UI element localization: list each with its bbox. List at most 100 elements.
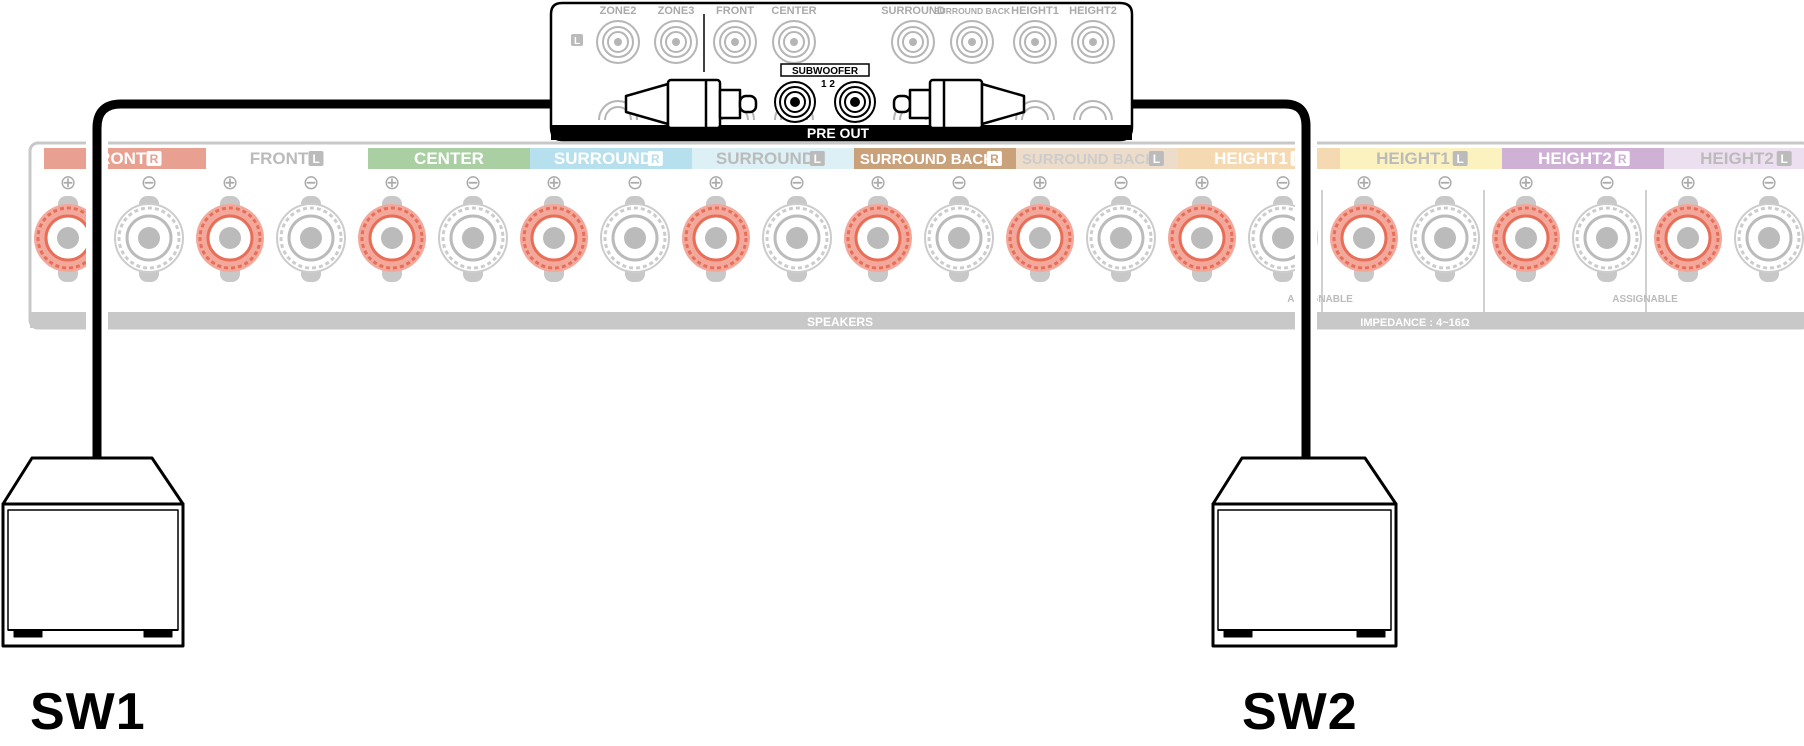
subwoofer-jack-2[interactable] — [834, 81, 876, 123]
terminal-negative[interactable]: ⊖ — [276, 172, 346, 282]
minus-symbol: ⊖ — [1599, 172, 1616, 194]
channel-header-2: CENTER — [368, 148, 530, 169]
subwoofer-label-sw2: SW2 — [1242, 683, 1358, 741]
subwoofer-jack-1[interactable] — [774, 81, 816, 123]
assignable-label-right: ASSIGNABLE — [1612, 294, 1678, 305]
plus-symbol: ⊕ — [1032, 172, 1049, 194]
pre-out-jack[interactable] — [1071, 20, 1115, 121]
channel-side-badge: L — [809, 151, 825, 166]
minus-symbol: ⊖ — [141, 172, 158, 194]
subwoofer-sw2 — [1211, 456, 1398, 648]
terminal-positive[interactable]: ⊕ — [1654, 172, 1722, 282]
channel-side: R — [990, 152, 999, 166]
channel-name: HEIGHT2 — [1700, 149, 1774, 168]
channel-side: L — [1457, 152, 1464, 166]
terminal-positive[interactable]: ⊕ — [1006, 172, 1074, 282]
minus-symbol: ⊖ — [1275, 172, 1292, 194]
channel-name: FRONT — [250, 149, 309, 168]
pre-out-jack[interactable] — [1013, 20, 1057, 121]
plus-symbol: ⊕ — [222, 172, 239, 194]
channel-name: SURROUND — [554, 149, 652, 168]
minus-symbol: ⊖ — [951, 172, 968, 194]
pre-out-jack-label: FRONT — [716, 5, 754, 17]
rca-plug-left — [624, 78, 758, 130]
terminal-negative[interactable]: ⊖ — [1572, 172, 1642, 282]
assignable-label-left: ASSIGNABLE — [1287, 294, 1353, 305]
channel-side-badge: R — [1614, 151, 1630, 166]
subwoofer-numbers: 1 2 — [821, 79, 835, 90]
channel-side: R — [150, 152, 159, 166]
minus-symbol: ⊖ — [1761, 172, 1778, 194]
subwoofer-sw1 — [1, 456, 185, 648]
terminal-negative[interactable]: ⊖ — [600, 172, 670, 282]
minus-symbol: ⊖ — [465, 172, 482, 194]
pre-out-jack[interactable] — [772, 20, 816, 121]
pre-out-jack-label: CENTER — [771, 5, 816, 17]
minus-symbol: ⊖ — [1113, 172, 1130, 194]
pre-out-jack-label: ZONE3 — [658, 5, 695, 17]
pre-out-label: PRE OUT — [807, 125, 870, 141]
terminal-positive[interactable]: ⊕ — [1168, 172, 1236, 282]
channel-name: HEIGHT1 — [1376, 149, 1450, 168]
channel-side-badge: L — [1776, 151, 1792, 166]
cable-sw2 — [1022, 93, 1317, 462]
channel-name: HEIGHT1 — [1214, 149, 1288, 168]
terminal-negative[interactable]: ⊖ — [1410, 172, 1480, 282]
pre-out-side-marker: L — [574, 36, 580, 47]
pre-out-jack-label: HEIGHT1 — [1011, 5, 1059, 17]
channel-side: R — [1618, 152, 1627, 166]
pre-out-jack[interactable] — [891, 20, 935, 121]
terminal-positive[interactable]: ⊕ — [682, 172, 750, 282]
minus-symbol: ⊖ — [1437, 172, 1454, 194]
channel-side-badge: R — [986, 151, 1002, 166]
terminal-negative[interactable]: ⊖ — [1086, 172, 1156, 282]
plus-symbol: ⊕ — [708, 172, 725, 194]
channel-side-badge: L — [1148, 151, 1164, 166]
pre-out-jack-label: SURROUND BACK — [934, 6, 1011, 16]
pre-out-jack[interactable] — [950, 20, 994, 121]
terminal-negative[interactable]: ⊖ — [114, 172, 184, 282]
channel-side-badge: L — [308, 151, 324, 166]
subwoofer-label-sw1: SW1 — [30, 683, 146, 741]
minus-symbol: ⊖ — [789, 172, 806, 194]
terminal-positive[interactable]: ⊕ — [1330, 172, 1398, 282]
plus-symbol: ⊕ — [60, 172, 77, 194]
subwoofer-label: SUBWOOFER — [792, 66, 859, 77]
speakers-label: SPEAKERS — [807, 315, 873, 329]
terminal-positive[interactable]: ⊕ — [196, 172, 264, 282]
impedance-label: IMPEDANCE : 4~16Ω — [1360, 317, 1470, 329]
rca-plug-right — [892, 78, 1026, 130]
terminal-negative[interactable]: ⊖ — [924, 172, 994, 282]
terminal-negative[interactable]: ⊖ — [438, 172, 508, 282]
pre-out-jack-label: HEIGHT2 — [1069, 5, 1117, 17]
cable-sw1 — [86, 93, 628, 462]
plus-symbol: ⊕ — [546, 172, 563, 194]
terminal-positive[interactable]: ⊕ — [358, 172, 426, 282]
channel-side: L — [814, 152, 821, 166]
plus-symbol: ⊕ — [870, 172, 887, 194]
channel-side-badge: R — [146, 151, 162, 166]
terminal-positive[interactable]: ⊕ — [520, 172, 588, 282]
plus-symbol: ⊕ — [1356, 172, 1373, 194]
channel-name: SURROUND BACK — [860, 151, 994, 168]
terminal-negative[interactable]: ⊖ — [762, 172, 832, 282]
minus-symbol: ⊖ — [303, 172, 320, 194]
channel-name: CENTER — [414, 149, 484, 168]
plus-symbol: ⊕ — [1518, 172, 1535, 194]
terminal-positive[interactable]: ⊕ — [844, 172, 912, 282]
speaker-dividers — [1321, 190, 1647, 312]
plus-symbol: ⊕ — [1680, 172, 1697, 194]
terminal-positive[interactable]: ⊕ — [1492, 172, 1560, 282]
terminal-negative[interactable]: ⊖ — [1734, 172, 1804, 282]
channel-side: L — [312, 152, 319, 166]
pre-out-jack-label: SURROUND — [881, 5, 945, 17]
